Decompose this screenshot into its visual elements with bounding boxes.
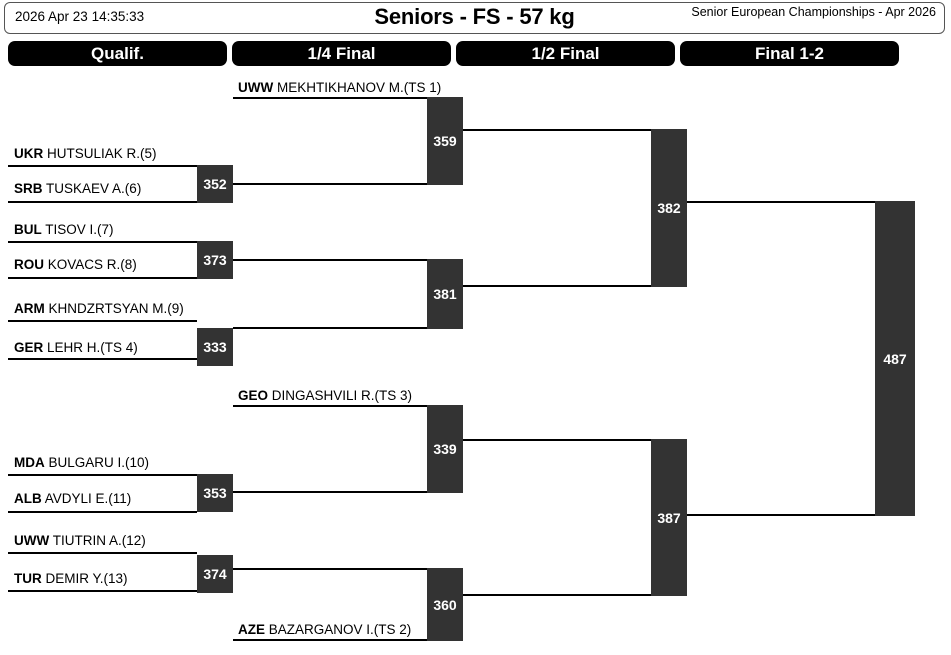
bracket-line [8, 320, 197, 322]
bracket-line [8, 165, 197, 167]
bracket-line [233, 183, 427, 185]
match-number: 353 [203, 485, 227, 501]
header-datetime: 2026 Apr 23 14:35:33 [15, 9, 145, 24]
match-number: 352 [203, 176, 227, 192]
competitor-country: ALB [14, 491, 42, 506]
match-box[interactable]: 333 [197, 328, 233, 366]
bracket-line [233, 97, 427, 99]
match-number: 387 [657, 509, 681, 526]
round-header-quarter-final[interactable]: 1/4 Final [232, 41, 451, 66]
match-number: 373 [203, 252, 227, 268]
competitor-name: DEMIR Y.(13) [45, 571, 128, 586]
match-number: 382 [657, 200, 681, 216]
competitor-country: UWW [14, 533, 50, 548]
competitor-country: GEO [238, 388, 269, 403]
competitor-name: DINGASHVILI R.(TS 3) [271, 388, 413, 403]
match-number: 359 [433, 133, 457, 149]
bracket-line [687, 514, 875, 516]
bracket-line [8, 474, 197, 476]
competitor-name: BULGARU I.(10) [48, 455, 150, 470]
bracket-line [687, 201, 875, 203]
competitor-country: TUR [14, 571, 42, 586]
bracket-line [463, 129, 651, 131]
match-box[interactable]: 374 [197, 555, 233, 593]
match-number: 339 [433, 441, 457, 457]
match-box[interactable]: 373 [197, 241, 233, 279]
competitor-country: MDA [14, 455, 45, 470]
match-number: 360 [433, 596, 457, 613]
bracket-line [463, 285, 651, 287]
competitor-label: UWW MEKHTIKHANOV M.(TS 1) [238, 80, 441, 96]
competitor-label: BUL TISOV I.(7) [14, 222, 114, 238]
competitor-label: MDA BULGARU I.(10) [14, 455, 149, 471]
competitor-name: MEKHTIKHANOV M.(TS 1) [277, 80, 442, 95]
competitor-country: GER [14, 340, 44, 355]
bracket-line [8, 511, 197, 513]
competitor-label: AZE BAZARGANOV I.(TS 2) [238, 622, 411, 638]
match-box[interactable]: 352 [197, 165, 233, 203]
match-box[interactable]: 382 [651, 129, 687, 287]
bracket-line [463, 594, 651, 596]
competitor-country: SRB [14, 181, 43, 196]
competitor-label: SRB TUSKAEV A.(6) [14, 181, 141, 197]
bracket-line [233, 327, 427, 329]
competitor-name: LEHR H.(TS 4) [47, 340, 138, 355]
competitor-country: UWW [238, 80, 274, 95]
bracket-line [8, 201, 197, 203]
bracket-line [463, 439, 651, 441]
competitor-name: KOVACS R.(8) [47, 257, 137, 272]
match-number: 487 [883, 350, 907, 367]
competitor-label: ROU KOVACS R.(8) [14, 257, 137, 273]
match-box-final[interactable]: 487 [875, 201, 915, 516]
match-box[interactable]: 387 [651, 439, 687, 596]
competitor-label: GEO DINGASHVILI R.(TS 3) [238, 388, 412, 404]
bracket-line [233, 259, 427, 261]
competitor-name: TIUTRIN A.(12) [52, 533, 146, 548]
competitor-name: AVDYLI E.(11) [44, 491, 132, 506]
bracket-line [8, 241, 197, 243]
page-title: Seniors - FS - 57 kg [374, 4, 575, 29]
round-header-semi-final[interactable]: 1/2 Final [456, 41, 675, 66]
round-header-qualif[interactable]: Qualif. [8, 41, 227, 66]
match-box[interactable]: 359 [427, 97, 463, 185]
competitor-label: ALB AVDYLI E.(11) [14, 491, 131, 507]
match-box[interactable]: 339 [427, 405, 463, 493]
competitor-name: TUSKAEV A.(6) [46, 181, 142, 196]
bracket-line [233, 405, 427, 407]
competitor-name: HUTSULIAK R.(5) [47, 146, 157, 161]
match-box[interactable]: 353 [197, 474, 233, 512]
competitor-name: BAZARGANOV I.(TS 2) [268, 622, 412, 637]
match-number: 374 [203, 566, 227, 582]
round-header-final[interactable]: Final 1-2 [680, 41, 899, 66]
competitor-name: TISOV I.(7) [45, 222, 114, 237]
competitor-country: BUL [14, 222, 42, 237]
competitor-country: AZE [238, 622, 265, 637]
competitor-country: ARM [14, 301, 45, 316]
bracket-line [8, 590, 197, 592]
bracket-line [8, 277, 197, 279]
match-box[interactable]: 360 [427, 568, 463, 641]
competitor-label: UWW TIUTRIN A.(12) [14, 533, 146, 549]
bracket-line [8, 358, 197, 360]
header-event-name: Senior European Championships - Apr 2026 [691, 5, 936, 19]
match-box[interactable]: 381 [427, 259, 463, 329]
competitor-label: ARM KHNDZRTSYAN M.(9) [14, 301, 184, 317]
bracket-line [233, 491, 427, 493]
competitor-name: KHNDZRTSYAN M.(9) [48, 301, 184, 316]
competitor-label: TUR DEMIR Y.(13) [14, 571, 128, 587]
competitor-country: ROU [14, 257, 44, 272]
bracket-line [233, 639, 427, 641]
bracket-line [8, 552, 197, 554]
header-bar: 2026 Apr 23 14:35:33 Seniors - FS - 57 k… [4, 2, 945, 34]
match-number: 381 [433, 286, 457, 302]
bracket-line [233, 568, 427, 570]
match-number: 333 [203, 339, 227, 355]
competitor-country: UKR [14, 146, 44, 161]
competitor-label: GER LEHR H.(TS 4) [14, 340, 138, 356]
competitor-label: UKR HUTSULIAK R.(5) [14, 146, 157, 162]
